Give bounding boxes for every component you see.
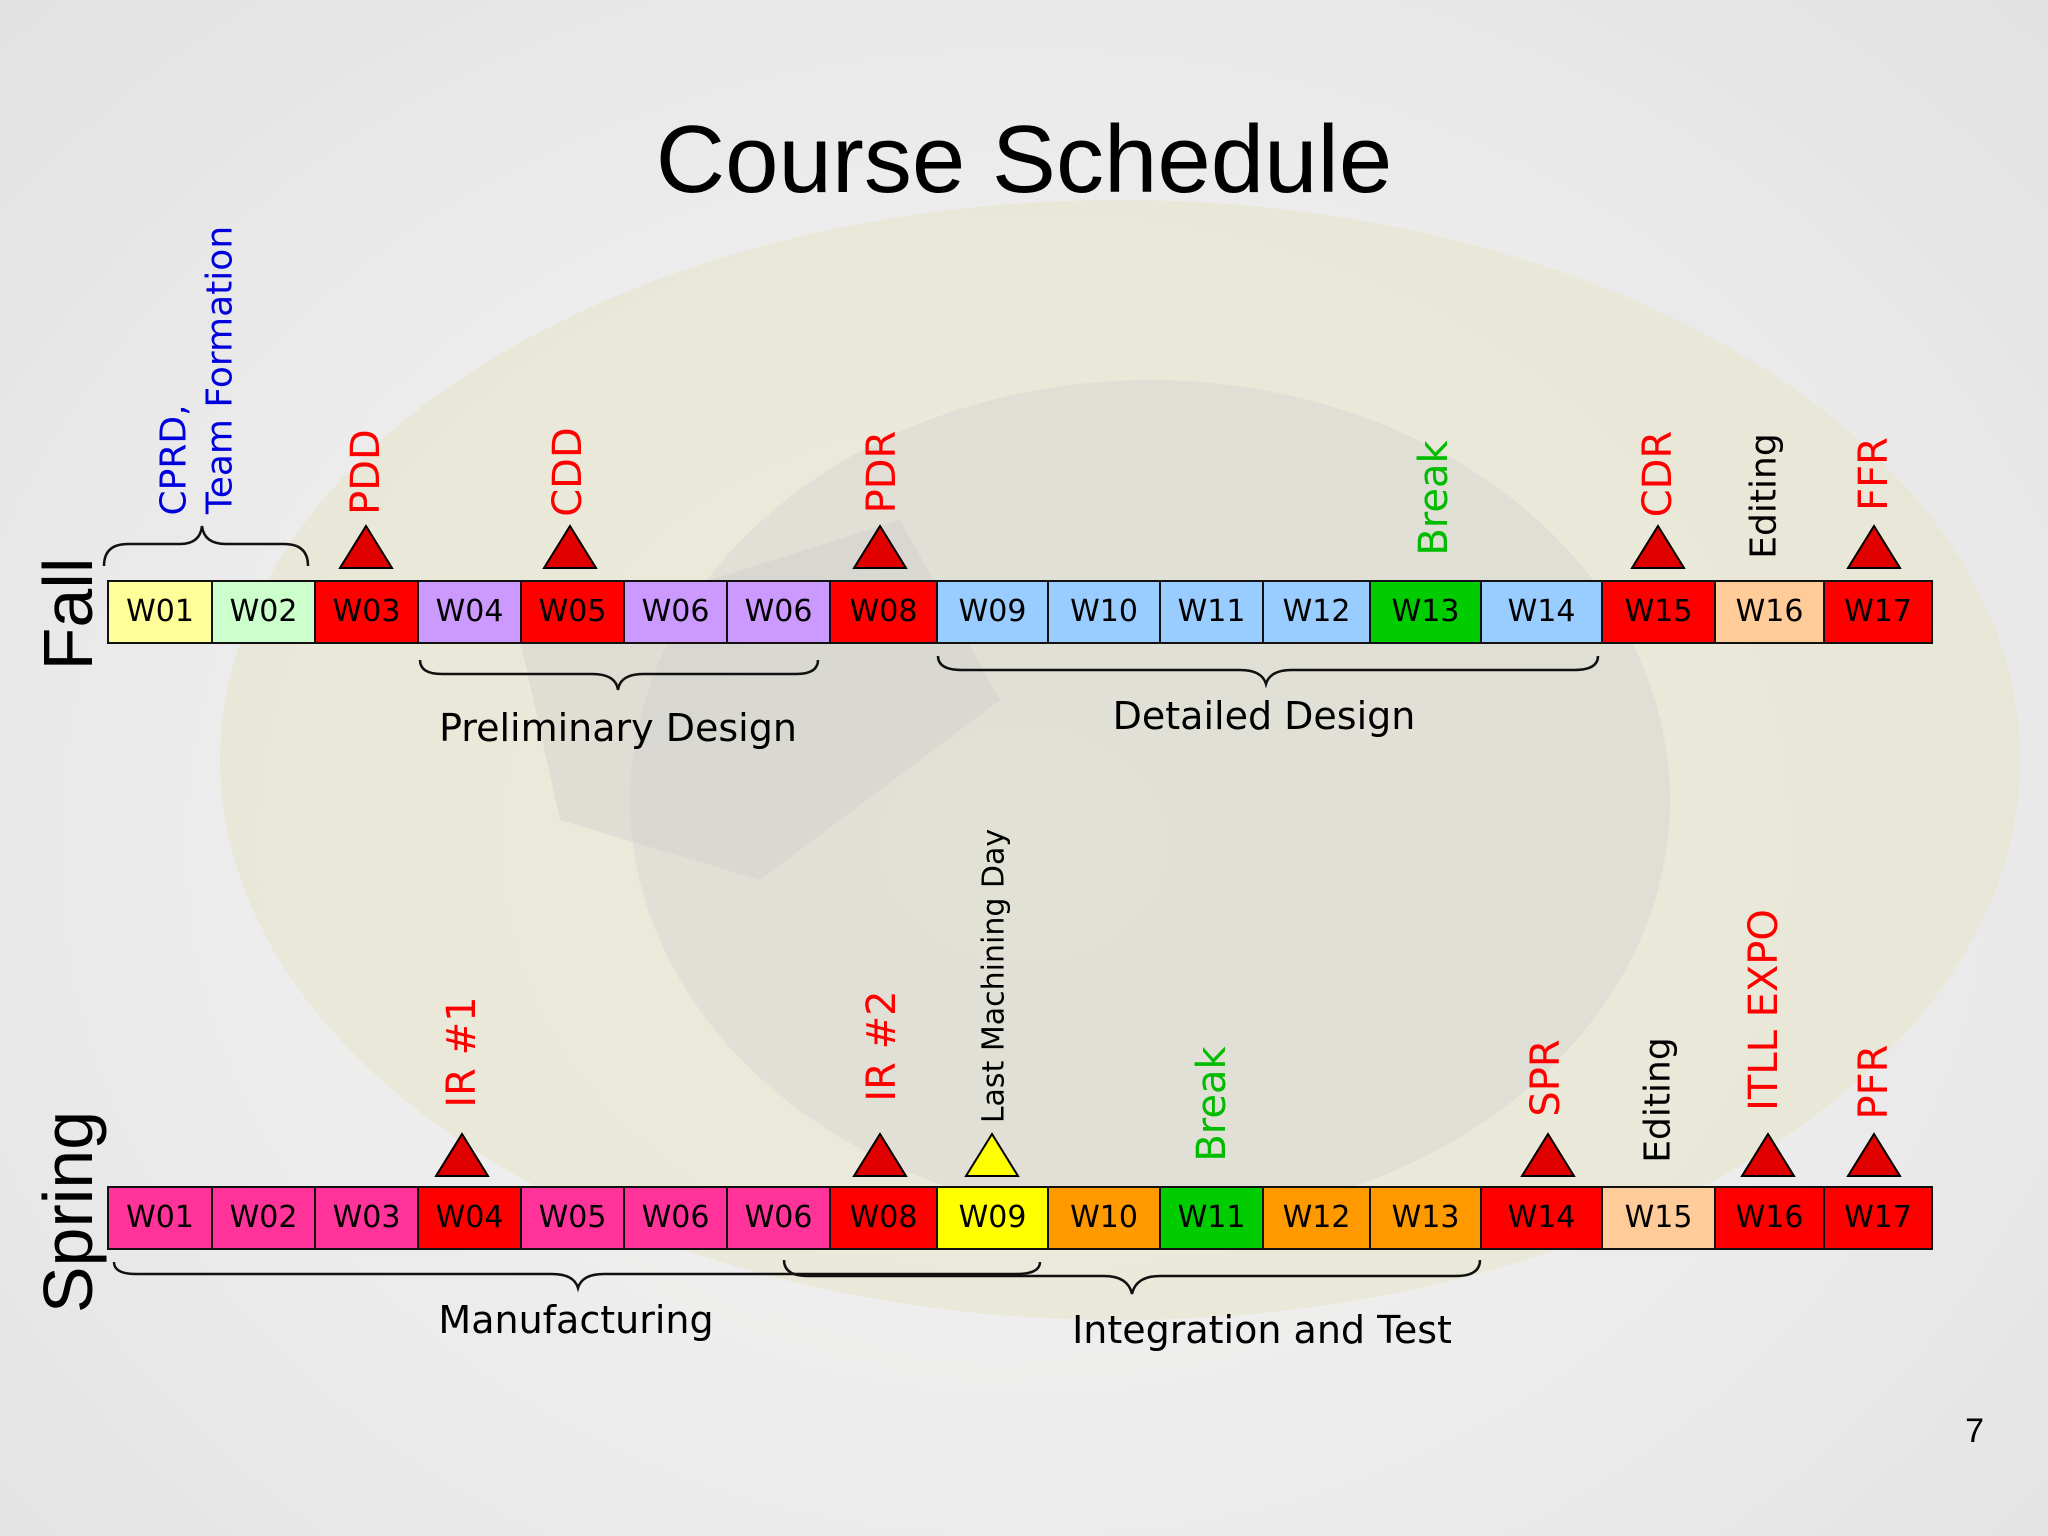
fall-milestone-pdr: PDR bbox=[859, 430, 905, 514]
spring-week-cell: W17 bbox=[1823, 1186, 1933, 1250]
slide-title: Course Schedule bbox=[655, 106, 1393, 213]
phase-label-preliminary-design: Preliminary Design bbox=[439, 706, 797, 750]
fall-week-cell: W10 bbox=[1047, 580, 1161, 644]
fall-week-cell: W02 bbox=[211, 580, 316, 644]
spring-milestone-ir2: IR #2 bbox=[859, 990, 905, 1102]
fall-milestone-cdr: CDR bbox=[1635, 430, 1681, 518]
spring-milestone-spr: SPR bbox=[1523, 1039, 1569, 1117]
fall-milestone-cprd: CPRD, bbox=[153, 404, 195, 516]
fall-week-cell: W16 bbox=[1714, 580, 1825, 644]
spring-milestone-itll-expo: ITLL EXPO bbox=[1741, 909, 1787, 1111]
fall-week-cell: W01 bbox=[107, 580, 213, 644]
ffr-marker-icon bbox=[1846, 524, 1902, 569]
spring-season-label: Spring bbox=[29, 1110, 107, 1314]
fall-milestone-cdd: CDD bbox=[545, 427, 591, 517]
spr-marker-icon bbox=[1520, 1132, 1576, 1177]
pdr-marker-icon bbox=[852, 524, 908, 569]
spring-week-cell: W09 bbox=[936, 1186, 1049, 1250]
itll-expo-marker-icon bbox=[1740, 1132, 1796, 1177]
fall-week-cell: W05 bbox=[520, 580, 625, 644]
spring-week-cell: W06 bbox=[623, 1186, 728, 1250]
spring-week-cell: W14 bbox=[1480, 1186, 1603, 1250]
fall-week-cell: W14 bbox=[1480, 580, 1603, 644]
spring-week-cell: W01 bbox=[107, 1186, 213, 1250]
spring-week-cell: W10 bbox=[1047, 1186, 1161, 1250]
fall-week-cell: W15 bbox=[1601, 580, 1716, 644]
fall-week-cell: W04 bbox=[417, 580, 522, 644]
pdd-marker-icon bbox=[338, 524, 394, 569]
spring-week-cell: W03 bbox=[314, 1186, 419, 1250]
phase-label-integration-and-test: Integration and Test bbox=[1072, 1308, 1452, 1352]
fall-week-cell: W17 bbox=[1823, 580, 1933, 644]
spring-week-cell: W12 bbox=[1262, 1186, 1371, 1250]
spring-milestone-last-machining-day: Last Machining Day bbox=[976, 828, 1012, 1124]
cdd-marker-icon bbox=[542, 524, 598, 569]
fall-season-label: Fall bbox=[29, 557, 107, 671]
ir1-marker-icon bbox=[434, 1132, 490, 1177]
spring-week-cell: W06 bbox=[726, 1186, 831, 1250]
fall-milestone-break: Break bbox=[1411, 440, 1457, 556]
fall-week-cell: W06 bbox=[623, 580, 728, 644]
phase-label-detailed-design: Detailed Design bbox=[1112, 694, 1416, 738]
fall-week-cell: W09 bbox=[936, 580, 1049, 644]
fall-week-cell: W13 bbox=[1369, 580, 1482, 644]
fall-week-cell: W03 bbox=[314, 580, 419, 644]
page-number: 7 bbox=[1965, 1412, 1984, 1450]
last-machining-day-marker-icon bbox=[964, 1132, 1020, 1177]
fall-milestone-pdd: PDD bbox=[343, 429, 389, 515]
fall-week-cell: W08 bbox=[829, 580, 938, 644]
spring-milestone-ir1: IR #1 bbox=[439, 996, 485, 1108]
spring-week-cell: W16 bbox=[1714, 1186, 1825, 1250]
fall-week-cell: W06 bbox=[726, 580, 831, 644]
pfr-marker-icon bbox=[1846, 1132, 1902, 1177]
spring-week-cell: W04 bbox=[417, 1186, 522, 1250]
phase-label-manufacturing: Manufacturing bbox=[438, 1298, 714, 1342]
fall-milestone-editing: Editing bbox=[1743, 433, 1785, 559]
spring-week-cell: W15 bbox=[1601, 1186, 1716, 1250]
spring-milestone-pfr: PFR bbox=[1851, 1044, 1897, 1120]
spring-week-cell: W11 bbox=[1159, 1186, 1264, 1250]
spring-week-cell: W02 bbox=[211, 1186, 316, 1250]
fall-milestone-team-formation: Team Formation bbox=[199, 225, 241, 515]
spring-milestone-editing: Editing bbox=[1637, 1037, 1679, 1163]
spring-week-cell: W13 bbox=[1369, 1186, 1482, 1250]
fall-week-cell: W11 bbox=[1159, 580, 1264, 644]
ir2-marker-icon bbox=[852, 1132, 908, 1177]
spring-week-cell: W08 bbox=[829, 1186, 938, 1250]
fall-milestone-ffr: FFR bbox=[1851, 437, 1897, 511]
spring-week-cell: W05 bbox=[520, 1186, 625, 1250]
fall-week-cell: W12 bbox=[1262, 580, 1371, 644]
cdr-marker-icon bbox=[1630, 524, 1686, 569]
spring-milestone-break: Break bbox=[1189, 1046, 1235, 1162]
